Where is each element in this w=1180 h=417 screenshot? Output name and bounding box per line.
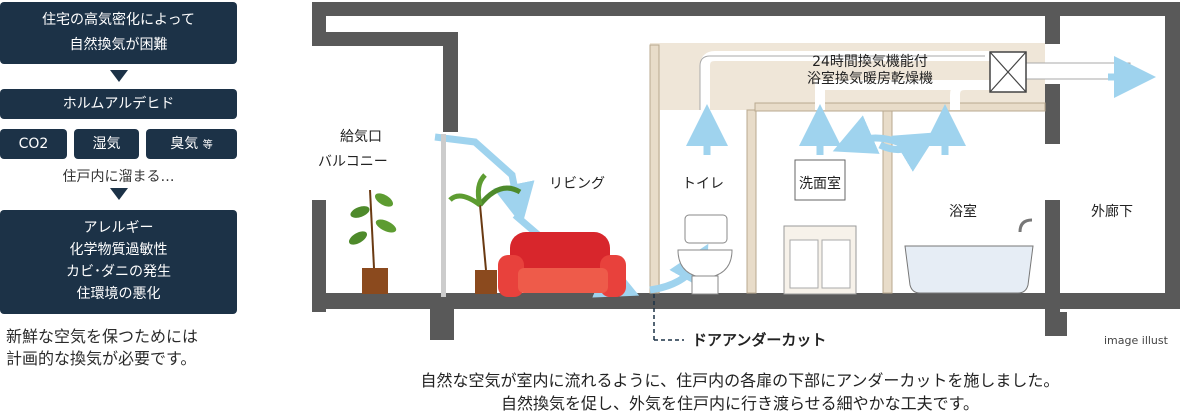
odor-pill: 臭気 等 [146, 129, 237, 159]
intake-label-1: 給気口 [340, 129, 382, 145]
humidity-label: 湿気 [92, 136, 121, 152]
door-undercut-label: ドアアンダーカット [692, 331, 826, 349]
cause-box: 住宅の高気密化によって 自然換気が困難 [0, 2, 237, 64]
caption-line-1: 自然な空気が室内に流れるように、住戸内の各扉の下部にアンダーカットを施しました。 [420, 371, 1060, 390]
cause-line-2: 自然換気が困難 [69, 37, 168, 53]
image-illust-note: image illust [1104, 334, 1168, 347]
fan-label-line-2: 浴室換気暖房乾燥機 [807, 70, 933, 87]
plant-icon [348, 189, 397, 294]
formaldehyde-box: ホルムアルデヒド [0, 89, 237, 119]
building-structure [312, 2, 1180, 340]
effect-line-4: 住環境の悪化 [76, 286, 161, 302]
formaldehyde-label: ホルムアルデヒド [62, 96, 175, 112]
exhaust-duct-3 [950, 80, 990, 110]
intake-label-2: バルコニー [318, 154, 388, 170]
partitions [649, 44, 1046, 294]
cause-line-1: 住宅の高気密化によって [42, 12, 195, 28]
exhaust-duct-2 [815, 80, 990, 110]
fan-unit-icon [989, 51, 1027, 93]
caption-line-2: 自然換気を促し、外気を住戸内に行き渡らせる細やかな工夫です。 [500, 394, 980, 413]
room-living: リビング [549, 176, 605, 192]
effect-line-1: アレルギー [83, 220, 154, 236]
toilet-icon [677, 214, 733, 295]
fan-label-line-1: 24時間換気機能付 [812, 54, 928, 70]
effects-box: アレルギー 化学物質過敏性 カビ･ダニの発生 住環境の悪化 [0, 210, 237, 314]
intake-pole [441, 134, 446, 297]
effect-line-2: 化学物質過敏性 [69, 242, 168, 258]
co2-label: CO2 [18, 136, 49, 152]
effect-line-3: カビ･ダニの発生 [66, 264, 171, 280]
palm-plant-icon [448, 173, 522, 294]
sofa-icon [498, 232, 626, 297]
room-corridor: 外廊下 [1091, 203, 1133, 220]
room-washroom: 洗面室 [799, 175, 841, 192]
co2-pill: CO2 [0, 129, 67, 159]
down-arrow-icon [110, 70, 128, 82]
humidity-pill: 湿気 [74, 129, 139, 159]
accumulate-text: 住戸内に溜まる… [62, 169, 175, 185]
message-line-1: 新鮮な空気を保つためには [6, 327, 199, 346]
caption: 自然な空気が室内に流れるように、住戸内の各扉の下部にアンダーカットを施しました。… [300, 369, 1180, 415]
odor-suffix: 等 [202, 140, 213, 151]
ventilation-diagram: 24時間換気機能付 浴室換気暖房乾燥機 給気口 バルコニー [312, 2, 1180, 349]
down-arrow-icon [110, 188, 128, 200]
message: 新鮮な空気を保つためには 計画的な換気が必要です。 [6, 326, 198, 370]
room-toilet: トイレ [682, 176, 724, 192]
room-bathroom: 浴室 [949, 203, 977, 220]
washbasin-icon [783, 159, 857, 295]
message-line-2: 計画的な換気が必要です。 [6, 349, 197, 368]
odor-label: 臭気 [170, 136, 199, 152]
bathtub-icon [904, 218, 1034, 294]
